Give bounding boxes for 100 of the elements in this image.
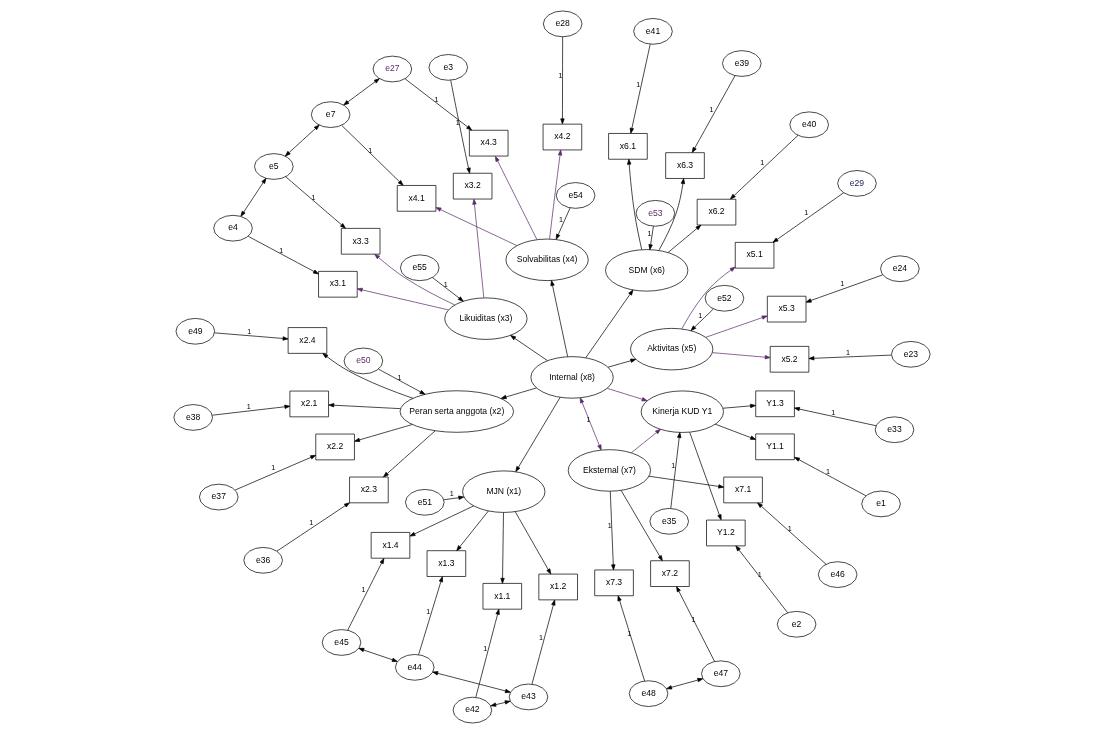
node-box: x6.1	[608, 133, 648, 160]
arrow	[550, 280, 568, 358]
node-box: x2.1	[289, 390, 329, 418]
node-ellipse: e49	[175, 318, 215, 345]
node-ellipse: e41	[633, 18, 673, 45]
node-ellipse: e40	[789, 111, 829, 139]
arrow	[456, 510, 489, 551]
arrow	[358, 647, 398, 662]
node-ellipse: e44	[395, 654, 435, 681]
arrow	[648, 475, 725, 489]
node-box: x3.3	[340, 228, 381, 255]
node-box: x2.3	[349, 476, 389, 504]
arrow	[630, 428, 661, 454]
arrow	[689, 431, 722, 521]
arrow	[648, 225, 654, 250]
node-box: x3.2	[452, 172, 493, 200]
arrow	[676, 586, 715, 662]
arrow	[247, 236, 319, 275]
arrow	[234, 454, 317, 491]
node-ellipse: e51	[405, 489, 445, 516]
arrow	[378, 368, 426, 395]
arrow	[435, 207, 518, 246]
arrow	[276, 502, 350, 552]
arrow	[531, 599, 556, 685]
node-ellipse: e46	[817, 561, 858, 588]
node-box: x4.1	[396, 185, 437, 212]
node-box: x1.1	[482, 583, 522, 610]
node-ellipse: e55	[400, 254, 440, 282]
arrow	[549, 149, 563, 240]
arrow	[805, 274, 884, 303]
arrow	[443, 495, 465, 501]
node-box: x7.3	[594, 569, 634, 597]
node-box: x7.1	[723, 476, 763, 504]
node-box: x3.1	[318, 271, 358, 298]
node-box: x6.3	[665, 152, 705, 179]
node-ellipse: e53	[635, 200, 676, 227]
arrow	[383, 430, 436, 478]
node-ellipse: e42	[452, 696, 493, 724]
arrow	[240, 178, 267, 217]
arrow	[347, 558, 385, 631]
node-ellipse: SDM (x6)	[605, 249, 689, 292]
arrow	[432, 277, 464, 302]
arrow	[667, 224, 702, 253]
node-ellipse: e35	[649, 508, 689, 535]
node-ellipse: e29	[837, 170, 877, 197]
node-box: x5.3	[767, 295, 807, 323]
node-ellipse: e33	[874, 416, 915, 443]
arrow	[722, 403, 756, 409]
arrow	[475, 608, 500, 698]
arrow	[607, 358, 637, 368]
arrow	[794, 407, 877, 427]
node-ellipse: e1	[861, 490, 901, 518]
arrow	[714, 423, 757, 440]
node-box: x1.4	[370, 532, 411, 559]
arrow	[757, 502, 827, 565]
node-ellipse: e24	[880, 255, 920, 282]
arrow	[212, 404, 291, 416]
arrow	[285, 176, 346, 229]
arrow	[691, 75, 736, 153]
node-ellipse: e50	[343, 347, 384, 375]
arrow	[515, 396, 561, 472]
arrow	[328, 403, 401, 409]
node-ellipse: e28	[543, 10, 583, 38]
node-box: Y1.1	[755, 433, 795, 461]
node-ellipse: e4	[213, 214, 253, 242]
node-ellipse: e48	[628, 680, 669, 707]
arrow	[322, 353, 414, 399]
arrow	[681, 266, 736, 330]
arrow	[579, 397, 602, 451]
arrow	[606, 388, 648, 402]
arrow	[555, 207, 571, 240]
arrow	[627, 158, 643, 250]
node-ellipse: MJN (x1)	[462, 470, 546, 513]
arrow	[341, 125, 404, 186]
arrow	[735, 545, 788, 614]
node-ellipse: e47	[701, 660, 741, 687]
node-ellipse: e23	[891, 341, 931, 368]
node-ellipse: Eksternal (x7)	[567, 449, 651, 492]
arrow	[472, 198, 485, 298]
node-ellipse: e3	[428, 54, 468, 81]
arrow	[712, 352, 771, 360]
node-ellipse: e36	[243, 547, 283, 574]
arrow	[609, 490, 616, 571]
node-ellipse: e45	[321, 629, 362, 656]
arrow	[214, 332, 289, 341]
arrow	[658, 178, 686, 251]
node-box: Y1.2	[706, 519, 746, 547]
arrow	[500, 512, 505, 584]
node-box: Y1.3	[755, 390, 795, 418]
arrow	[690, 308, 714, 331]
arrow	[418, 576, 443, 655]
arrow	[772, 192, 844, 243]
arrow	[510, 335, 548, 361]
node-ellipse: Solvabilitas (x4)	[505, 238, 589, 281]
arrow	[374, 253, 456, 306]
arrow	[500, 387, 537, 400]
arrow	[432, 671, 511, 693]
node-box: x1.3	[426, 550, 467, 577]
arrow	[450, 80, 471, 174]
node-box: x4.3	[469, 129, 509, 157]
